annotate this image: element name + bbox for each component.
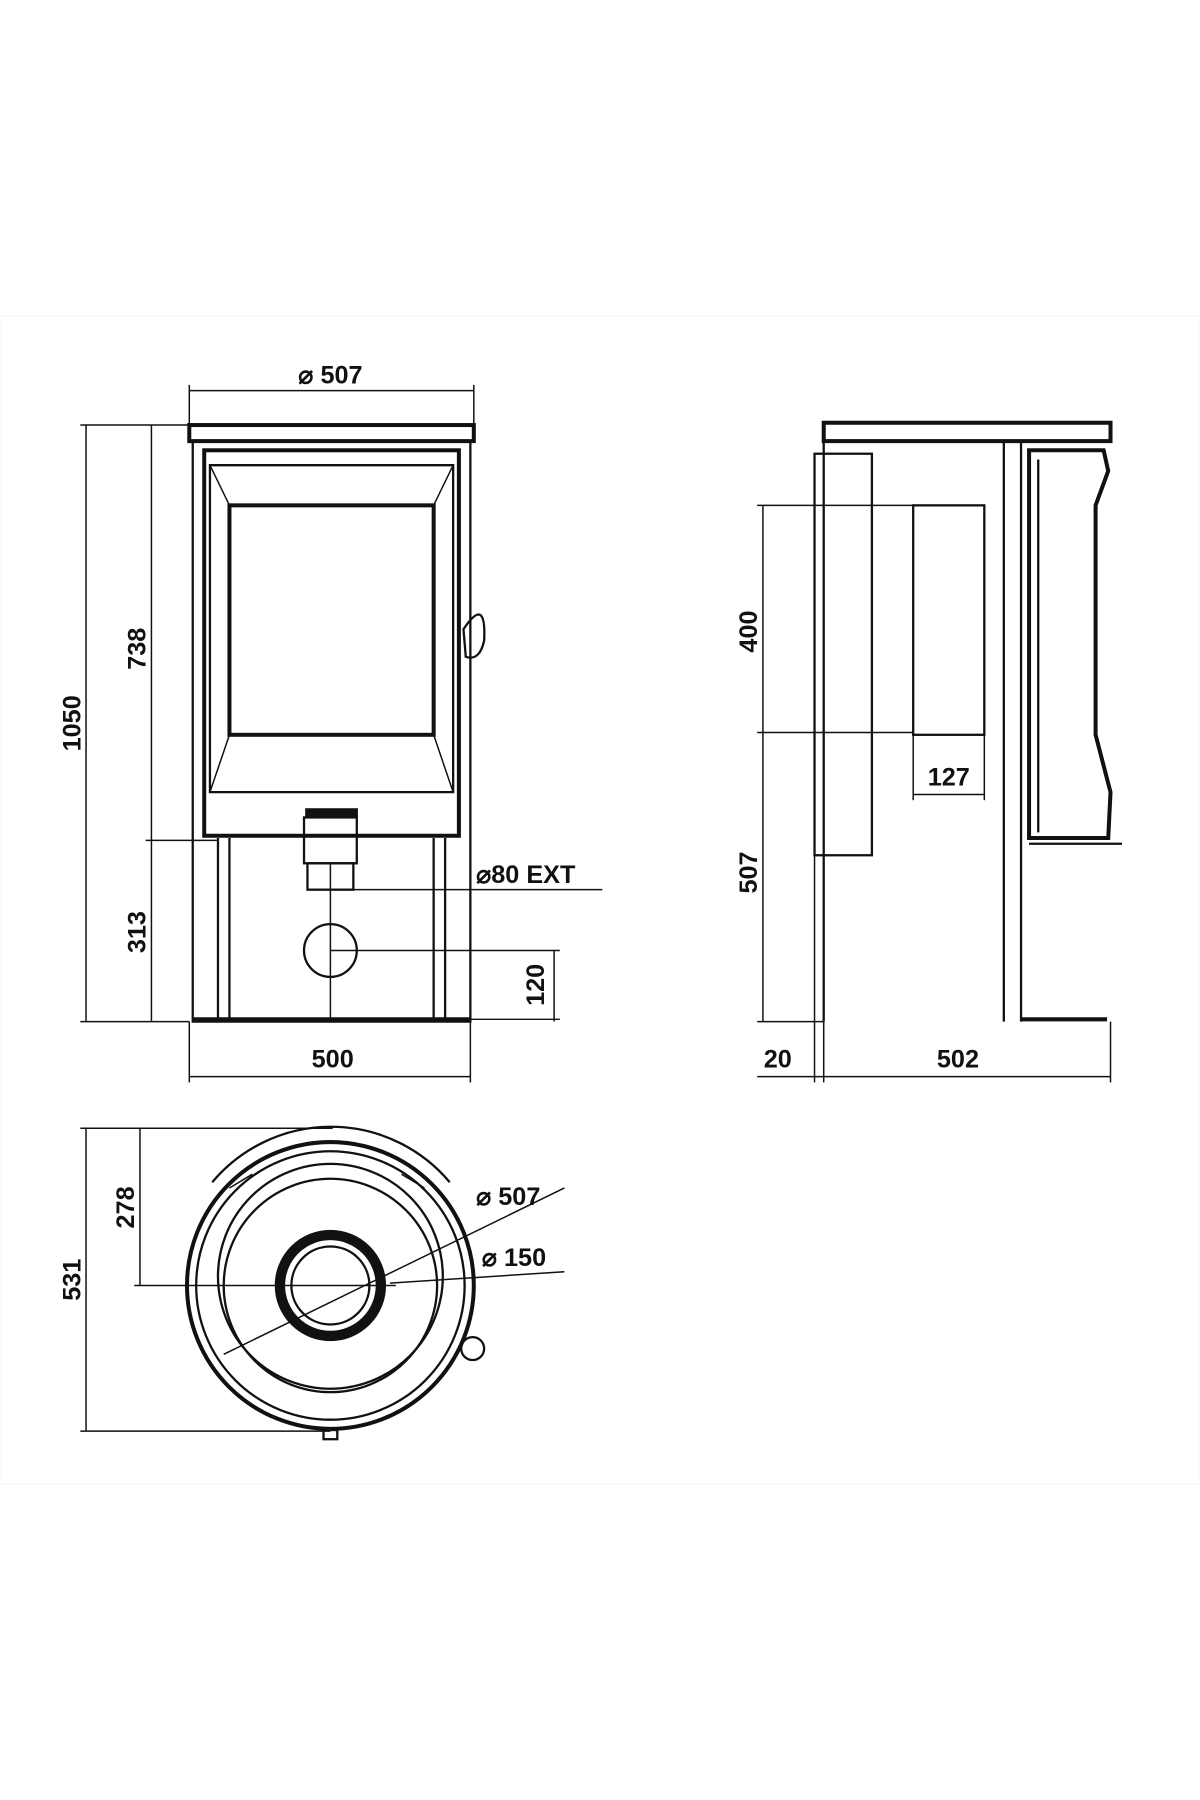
dim-total-depth: 531 bbox=[58, 1259, 86, 1301]
brand-logo bbox=[305, 808, 358, 819]
dim-top-diameter: ⌀ 507 bbox=[298, 362, 362, 390]
dim-width: 500 bbox=[312, 1045, 354, 1073]
dim-flue-offset: 278 bbox=[112, 1186, 140, 1228]
dim-top-view-diameter: ⌀ 507 bbox=[476, 1183, 540, 1211]
dim-wall-gap: 20 bbox=[764, 1045, 792, 1073]
dim-flue-height: 313 bbox=[124, 911, 152, 953]
dim-base-to-glass: 507 bbox=[735, 851, 763, 893]
top-view: 278 531 ⌀ 507 ⌀ 150 bbox=[58, 1125, 565, 1441]
side-glass bbox=[912, 504, 986, 736]
handle-knob bbox=[460, 1335, 486, 1362]
dim-glass-height: 400 bbox=[735, 611, 763, 653]
dim-depth: 502 bbox=[937, 1045, 979, 1073]
door-glass bbox=[227, 503, 436, 737]
door-handle bbox=[462, 613, 486, 659]
dim-glass-width: 127 bbox=[928, 763, 970, 791]
side-door bbox=[1027, 448, 1113, 841]
side-view: 400 507 127 20 502 bbox=[735, 420, 1122, 1083]
dim-flue-diameter: ⌀ 150 bbox=[482, 1244, 546, 1272]
stove-door bbox=[202, 448, 461, 838]
dim-door-height: 738 bbox=[124, 628, 152, 670]
front-view: ⌀ 507 1050 738 313 500 ⌀80 EXT 120 bbox=[58, 362, 603, 1083]
dim-total-height: 1050 bbox=[58, 695, 86, 751]
dim-air-inlet-height: 120 bbox=[522, 964, 550, 1006]
dim-external-air: ⌀80 EXT bbox=[476, 861, 576, 889]
heat-shield bbox=[813, 452, 874, 857]
